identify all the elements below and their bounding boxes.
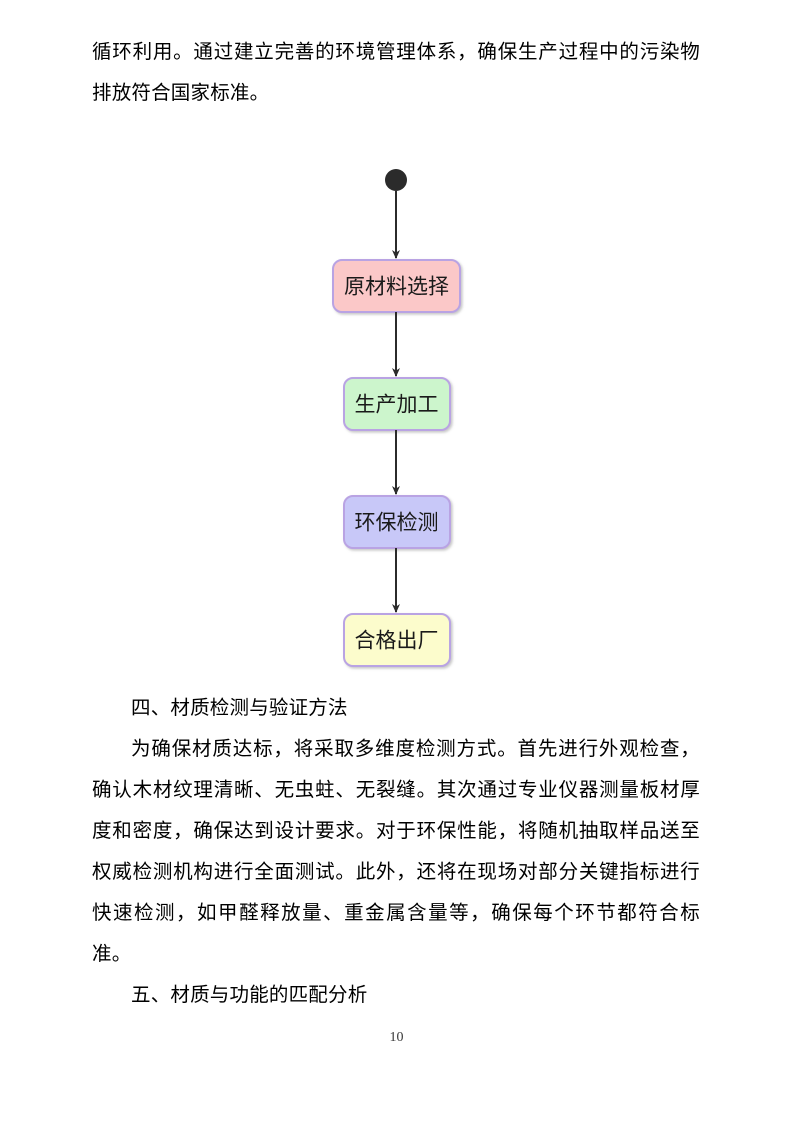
flow-node-2[interactable]: 生产加工 [343, 377, 451, 431]
paragraph-four: 为确保材质达标，将采取多维度检测方式。首先进行外观检查，确认木材纹理清晰、无虫蛀… [92, 739, 700, 965]
start-node-circle [385, 169, 407, 191]
heading-four: 四、材质检测与验证方法 [131, 698, 348, 719]
flow-node-4-box [343, 613, 451, 667]
page-number: 10 [389, 1030, 404, 1045]
page-footer: 10 [0, 1030, 793, 1046]
flow-node-1-label: 原材料选择 [344, 275, 449, 299]
heading-five: 五、材质与功能的匹配分析 [131, 985, 368, 1006]
flow-node-4[interactable]: 合格出厂 [343, 613, 451, 667]
flow-node-3[interactable]: 环保检测 [343, 495, 451, 549]
flow-node-1[interactable]: 原材料选择 [332, 259, 461, 313]
upper-text-block: 循环利用。通过建立完善的环境管理体系，确保生产过程中的污染物排放符合国家标准。 [92, 32, 700, 114]
process-flowchart: 原材料选择 生产加工 环保检测 合格出厂 [0, 150, 793, 680]
flow-node-3-label: 环保检测 [355, 511, 439, 535]
lower-text-block: 四、材质检测与验证方法 为确保材质达标，将采取多维度检测方式。首先进行外观检查，… [92, 688, 700, 1016]
top-paragraph: 循环利用。通过建立完善的环境管理体系，确保生产过程中的污染物排放符合国家标准。 [92, 42, 700, 104]
flow-node-4-label: 合格出厂 [355, 629, 439, 653]
flow-node-2-label: 生产加工 [355, 393, 439, 417]
